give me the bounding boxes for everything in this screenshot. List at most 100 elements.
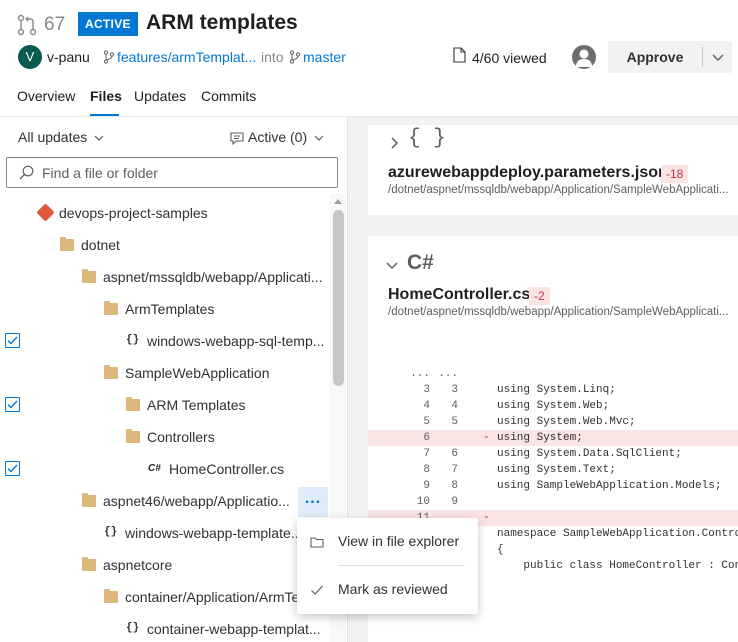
- tree-item[interactable]: SampleWebApplication: [0, 358, 330, 390]
- chevron-down-icon: [94, 135, 104, 142]
- reviewed-checkbox[interactable]: [5, 461, 20, 476]
- old-line-number: 8: [423, 464, 430, 476]
- code-line: {: [368, 542, 738, 558]
- new-line-number: 6: [451, 448, 458, 460]
- new-line-number: 7: [451, 464, 458, 476]
- pr-number: 67: [44, 14, 66, 35]
- tree-item[interactable]: ARM Templates: [0, 390, 330, 422]
- chevron-down-icon[interactable]: [710, 49, 726, 65]
- tree-item[interactable]: C#HomeController.cs: [0, 454, 330, 486]
- tree-item[interactable]: container/Application/ArmTe...: [0, 582, 330, 614]
- old-line-number: 3: [423, 384, 430, 396]
- code-text: using System.Text;: [497, 464, 616, 476]
- file-tree-pane: All updates Active (0) devops-project-sa…: [0, 117, 348, 642]
- tree-item[interactable]: {}windows-webapp-sql-temp...: [0, 326, 330, 358]
- code-text: using System.Web;: [497, 400, 610, 412]
- menu-item-mark-as-reviewed[interactable]: Mark as reviewed: [297, 570, 478, 610]
- tree-item-label: ARM Templates: [147, 397, 246, 413]
- new-line-number: 3: [451, 384, 458, 396]
- tab-commits[interactable]: Commits: [201, 88, 257, 104]
- source-branch-link[interactable]: features/armTemplat...: [117, 49, 257, 65]
- tree-item-label: dotnet: [81, 237, 120, 253]
- code-text: namespace SampleWebApplication.Contro: [497, 528, 738, 540]
- approve-button[interactable]: Approve: [626, 49, 684, 65]
- search-input[interactable]: [42, 162, 332, 184]
- into-label: into: [261, 49, 284, 65]
- tree-item-label: aspnet46/webapp/Applicatio...: [103, 493, 290, 509]
- target-branch-link[interactable]: master: [303, 49, 346, 65]
- folder-icon: [104, 365, 118, 379]
- old-line-number: 4: [423, 400, 430, 412]
- author-name[interactable]: v-panu: [47, 49, 90, 65]
- avatar[interactable]: V: [18, 45, 42, 69]
- git-repo-icon: [36, 203, 55, 222]
- new-line-number: 5: [451, 416, 458, 428]
- reviewed-checkbox[interactable]: [5, 397, 20, 412]
- folder-icon: [82, 269, 96, 283]
- more-actions-button[interactable]: ...: [298, 487, 328, 517]
- file-path: /dotnet/aspnet/mssqldb/webapp/Applicatio…: [388, 306, 729, 318]
- active-tab-indicator: [90, 114, 119, 116]
- tree-item[interactable]: ArmTemplates: [0, 294, 330, 326]
- code-text: using System.Linq;: [497, 384, 616, 396]
- deletions-badge: -18: [661, 165, 689, 183]
- chevron-down-icon[interactable]: [386, 259, 398, 271]
- tree-item-label: SampleWebApplication: [125, 365, 270, 381]
- folder-icon: [60, 237, 74, 251]
- file-name[interactable]: HomeController.cs: [388, 286, 531, 303]
- tree-item[interactable]: {}windows-webapp-template...: [0, 518, 330, 550]
- tree-item[interactable]: devops-project-samples: [0, 198, 330, 230]
- json-file-icon: {}: [104, 526, 118, 538]
- code-text: {: [497, 544, 504, 556]
- updates-filter-label: All updates: [18, 129, 88, 145]
- tree-item[interactable]: aspnetcore: [0, 550, 330, 582]
- page-title: ARM templates: [146, 11, 298, 34]
- menu-item-view-in-file-explorer[interactable]: View in file explorer: [297, 522, 478, 562]
- tree-item-label: ArmTemplates: [125, 301, 215, 317]
- chevron-right-icon[interactable]: [388, 137, 400, 149]
- code-text: using SampleWebApplication.Models;: [497, 480, 722, 492]
- code-line: public class HomeController : Con: [368, 558, 738, 574]
- tab-overview[interactable]: Overview: [17, 88, 76, 104]
- file-diff-card: { } azurewebappdeploy.parameters.json -1…: [368, 125, 738, 215]
- comments-filter-label: Active (0): [248, 129, 308, 145]
- file-name[interactable]: azurewebappdeploy.parameters.json: [388, 164, 668, 181]
- file-type-icon: { }: [408, 127, 446, 150]
- tree-item[interactable]: {}container-webapp-templat...: [0, 614, 330, 642]
- comments-filter-dropdown[interactable]: Active (0): [230, 129, 325, 146]
- viewed-count: 4/60 viewed: [472, 50, 547, 66]
- divider: [702, 47, 703, 67]
- tree-item[interactable]: aspnet/mssqldb/webapp/Applicati...: [0, 262, 330, 294]
- tab-files[interactable]: Files: [90, 88, 122, 104]
- tree-item-label: windows-webapp-sql-temp...: [147, 333, 325, 349]
- reviewed-checkbox[interactable]: [5, 333, 20, 348]
- menu-item-label: Mark as reviewed: [338, 581, 448, 597]
- tab-updates[interactable]: Updates: [134, 88, 187, 104]
- search-icon: [19, 165, 34, 180]
- old-line-number: 9: [423, 480, 430, 492]
- updates-filter-dropdown[interactable]: All updates: [18, 129, 105, 145]
- tree-item[interactable]: dotnet: [0, 230, 330, 262]
- new-line-number: 9: [451, 496, 458, 508]
- csharp-file-icon: C#: [148, 463, 161, 474]
- tree-item-label: Controllers: [147, 429, 215, 445]
- file-type-icon: C#: [407, 251, 434, 274]
- approve-button-group[interactable]: Approve: [608, 41, 732, 73]
- scroll-up-icon[interactable]: [334, 199, 342, 204]
- reviewer-avatar-icon[interactable]: [572, 45, 596, 69]
- file-search[interactable]: [6, 157, 338, 188]
- divider: [0, 116, 738, 117]
- code-text: using System;: [497, 432, 583, 444]
- pull-request-icon: [17, 14, 37, 36]
- folder-icon: [126, 429, 140, 443]
- folder-icon: [104, 589, 118, 603]
- tree-item[interactable]: Controllers: [0, 422, 330, 454]
- tree-item[interactable]: aspnet46/webapp/Applicatio...: [0, 486, 330, 518]
- divider: [347, 117, 348, 642]
- new-line-number: ...: [438, 368, 458, 380]
- scrollbar-thumb[interactable]: [333, 210, 344, 386]
